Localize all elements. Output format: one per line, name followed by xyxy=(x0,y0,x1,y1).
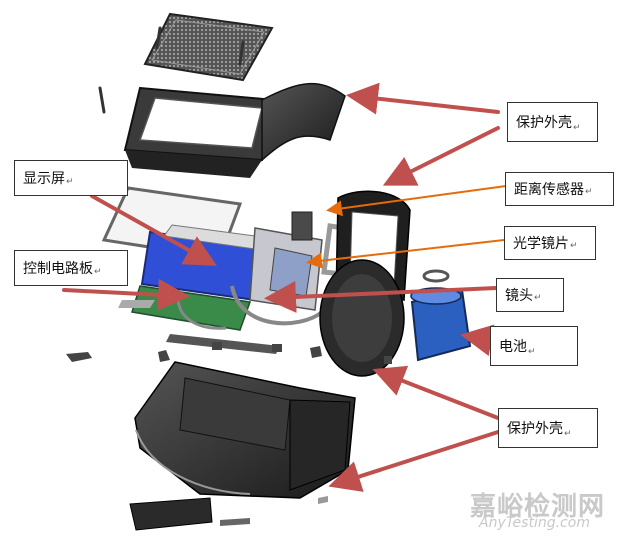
label-lens-text: 镜头 xyxy=(505,288,533,304)
watermark-chinese: 嘉峪检测网 xyxy=(470,492,606,522)
lens-shroud xyxy=(319,190,411,377)
label-lens: 镜头↵ xyxy=(496,278,564,312)
label-distance-sensor-text: 距离传感器 xyxy=(514,182,584,198)
return-mark: ↵ xyxy=(570,241,578,251)
label-distance-sensor: 距离传感器↵ xyxy=(505,172,614,206)
callout-arrows xyxy=(62,82,507,492)
return-mark: ↵ xyxy=(564,429,572,439)
small-ring xyxy=(422,269,450,283)
label-shell-bottom-text: 保护外壳 xyxy=(507,421,563,437)
return-mark: ↵ xyxy=(528,347,536,357)
label-battery: 电池↵ xyxy=(490,326,578,366)
top-shell-frame xyxy=(123,83,346,178)
bottom-shell xyxy=(129,361,356,531)
label-shell-top-text: 保护外壳 xyxy=(516,115,572,131)
label-shell-bottom: 保护外壳↵ xyxy=(498,408,598,448)
battery xyxy=(410,287,472,362)
label-battery-text: 电池 xyxy=(499,339,527,355)
watermark-domain: AnyTesting.com xyxy=(479,515,590,531)
top-mesh-grille xyxy=(143,12,274,82)
label-control-board-text: 控制电路板 xyxy=(23,261,93,277)
label-optical-lens-text: 光学镜片 xyxy=(513,236,569,252)
label-control-board: 控制电路板↵ xyxy=(14,250,128,286)
return-mark: ↵ xyxy=(585,187,593,197)
label-shell-top: 保护外壳↵ xyxy=(507,102,598,142)
return-mark: ↵ xyxy=(534,293,542,303)
return-mark: ↵ xyxy=(94,267,102,277)
return-mark: ↵ xyxy=(66,177,74,187)
small-parts xyxy=(66,342,392,364)
label-optical-lens: 光学镜片↵ xyxy=(504,226,596,260)
return-mark: ↵ xyxy=(573,123,581,133)
label-display: 显示屏↵ xyxy=(14,160,128,196)
label-display-text: 显示屏 xyxy=(23,171,65,187)
